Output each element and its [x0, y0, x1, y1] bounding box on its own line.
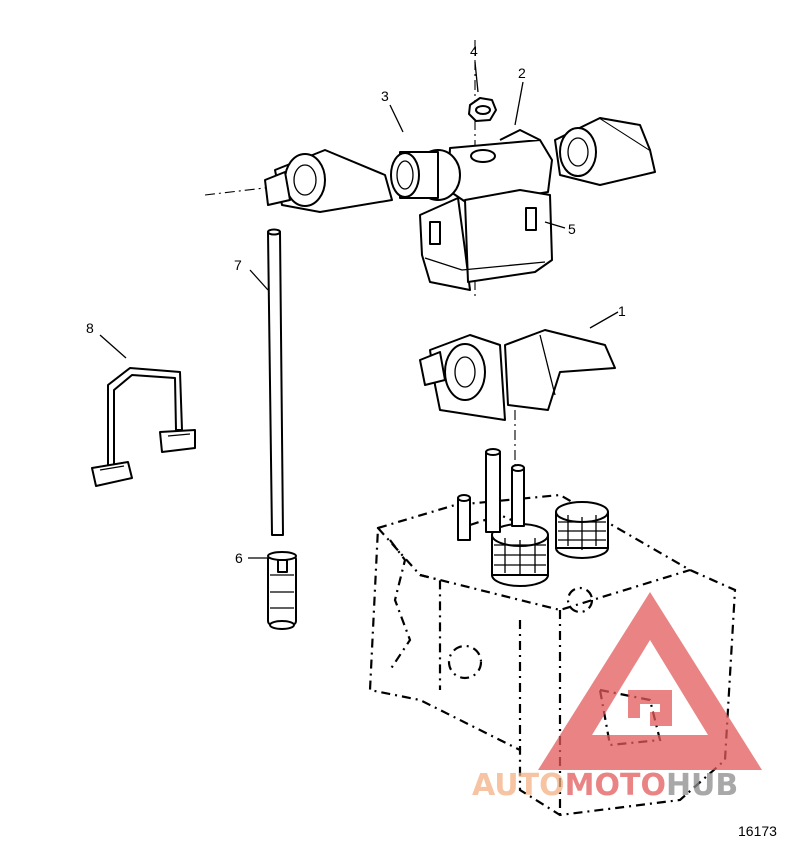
watermark: AUTOMOTOHUB: [472, 592, 762, 803]
callout-4: 4: [470, 43, 478, 59]
part-7-pushrod: [267, 228, 284, 536]
callout-8: 8: [86, 320, 94, 336]
part-3-bushing: [390, 149, 461, 201]
rocker-arm-right: [554, 117, 656, 186]
callout-3: 3: [381, 88, 389, 104]
callout-1: 1: [618, 303, 626, 319]
valve-spring-left: [491, 523, 549, 587]
callout-6: 6: [235, 550, 243, 566]
watermark-text: AUTOMOTOHUB: [472, 768, 738, 803]
watermark-inner-mark: [628, 690, 672, 726]
watermark-triangle-logo: [538, 592, 762, 770]
callouts: 1 2 3 4 5 6 7 8: [86, 43, 626, 566]
part-1-rocker-arm-assembly: [419, 329, 616, 421]
leader-lines: [99, 61, 619, 559]
callout-7: 7: [234, 257, 242, 273]
watermark-text-moto: MOTO: [565, 768, 666, 803]
watermark-text-auto: AUTO: [472, 768, 565, 803]
valve-spring-right: [555, 501, 609, 559]
part-4-nut: [468, 97, 497, 122]
part-8-lifter-guide: [91, 367, 196, 487]
rocker-arm-left: [264, 149, 393, 213]
callout-5: 5: [568, 221, 576, 237]
valve-stems: [457, 448, 525, 541]
callout-2: 2: [518, 65, 526, 81]
figure-number: 16173: [738, 823, 777, 839]
part-5-pushrod-guide: [419, 189, 553, 291]
watermark-text-hub: HUB: [666, 768, 738, 803]
part-6-lifter: [267, 551, 297, 630]
